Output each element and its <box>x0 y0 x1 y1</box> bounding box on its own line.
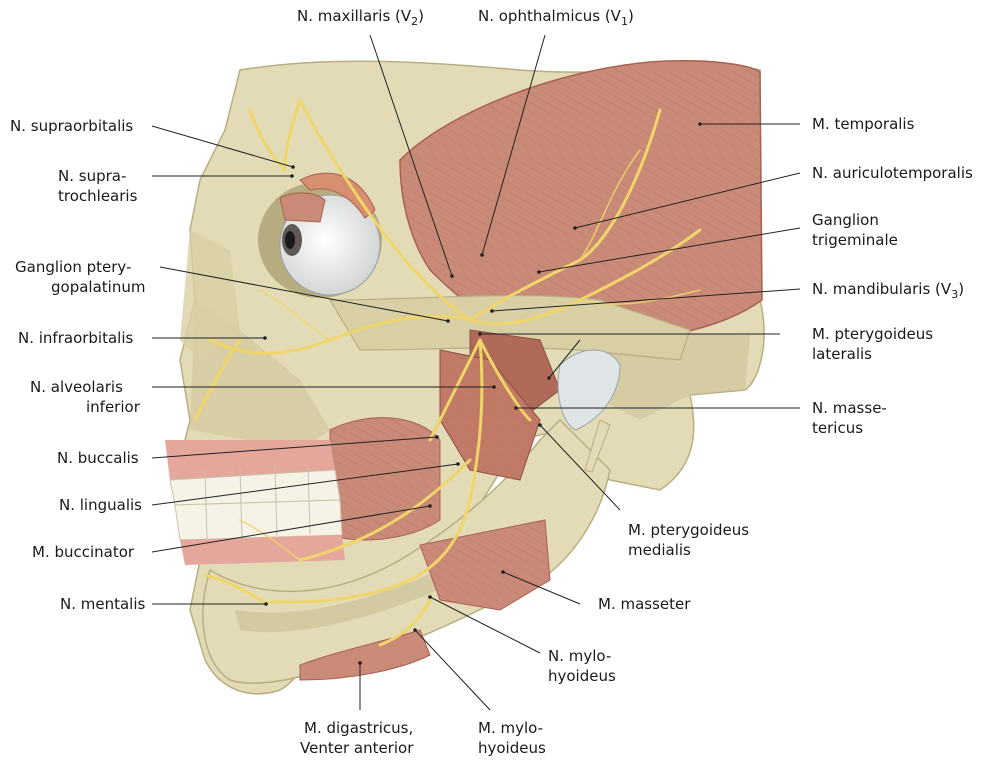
label-n-mylohyoideus: N. mylo- hyoideus <box>548 647 616 685</box>
nerves <box>193 98 702 647</box>
label-m-masseter: M. masseter <box>598 595 691 613</box>
label-n-mentalis: N. mentalis <box>60 595 146 613</box>
label-n-auriculotemporalis: N. auriculotemporalis <box>812 164 973 182</box>
label-n-supratrochlearis: N. supra- trochlearis <box>58 167 138 205</box>
label-m-pterygoideus-medialis: M. pterygoideus medialis <box>628 521 750 559</box>
label-n-alveolaris-inferior: N. alveolaris inferior <box>30 378 140 416</box>
teeth <box>165 440 345 565</box>
label-m-buccinator: M. buccinator <box>32 543 135 561</box>
label-m-pterygoideus-lateralis: M. pterygoideus lateralis <box>812 325 934 363</box>
label-m-mylohyoideus: M. mylo- hyoideus <box>478 719 546 757</box>
label-ganglion-pterygopalatinum: Ganglion ptery- gopalatinum <box>15 258 146 296</box>
label-n-infraorbitalis: N. infraorbitalis <box>18 329 134 347</box>
label-n-mandibularis: N. mandibularis (V3) <box>812 280 965 301</box>
label-n-ophthalmicus: N. ophthalmicus (V1) <box>478 7 634 28</box>
label-n-buccalis: N. buccalis <box>57 449 139 467</box>
label-n-maxillaris: N. maxillaris (V2) <box>297 7 425 28</box>
label-ganglion-trigeminale: Ganglion trigeminale <box>812 211 898 249</box>
leader-lines <box>151 34 801 711</box>
label-n-lingualis: N. lingualis <box>59 496 142 514</box>
label-m-digastricus: M. digastricus, Venter anterior <box>300 719 414 757</box>
label-n-massetericus: N. masse- tericus <box>812 399 887 437</box>
label-n-supraorbitalis: N. supraorbitalis <box>10 117 134 135</box>
label-m-temporalis: M. temporalis <box>812 115 915 133</box>
